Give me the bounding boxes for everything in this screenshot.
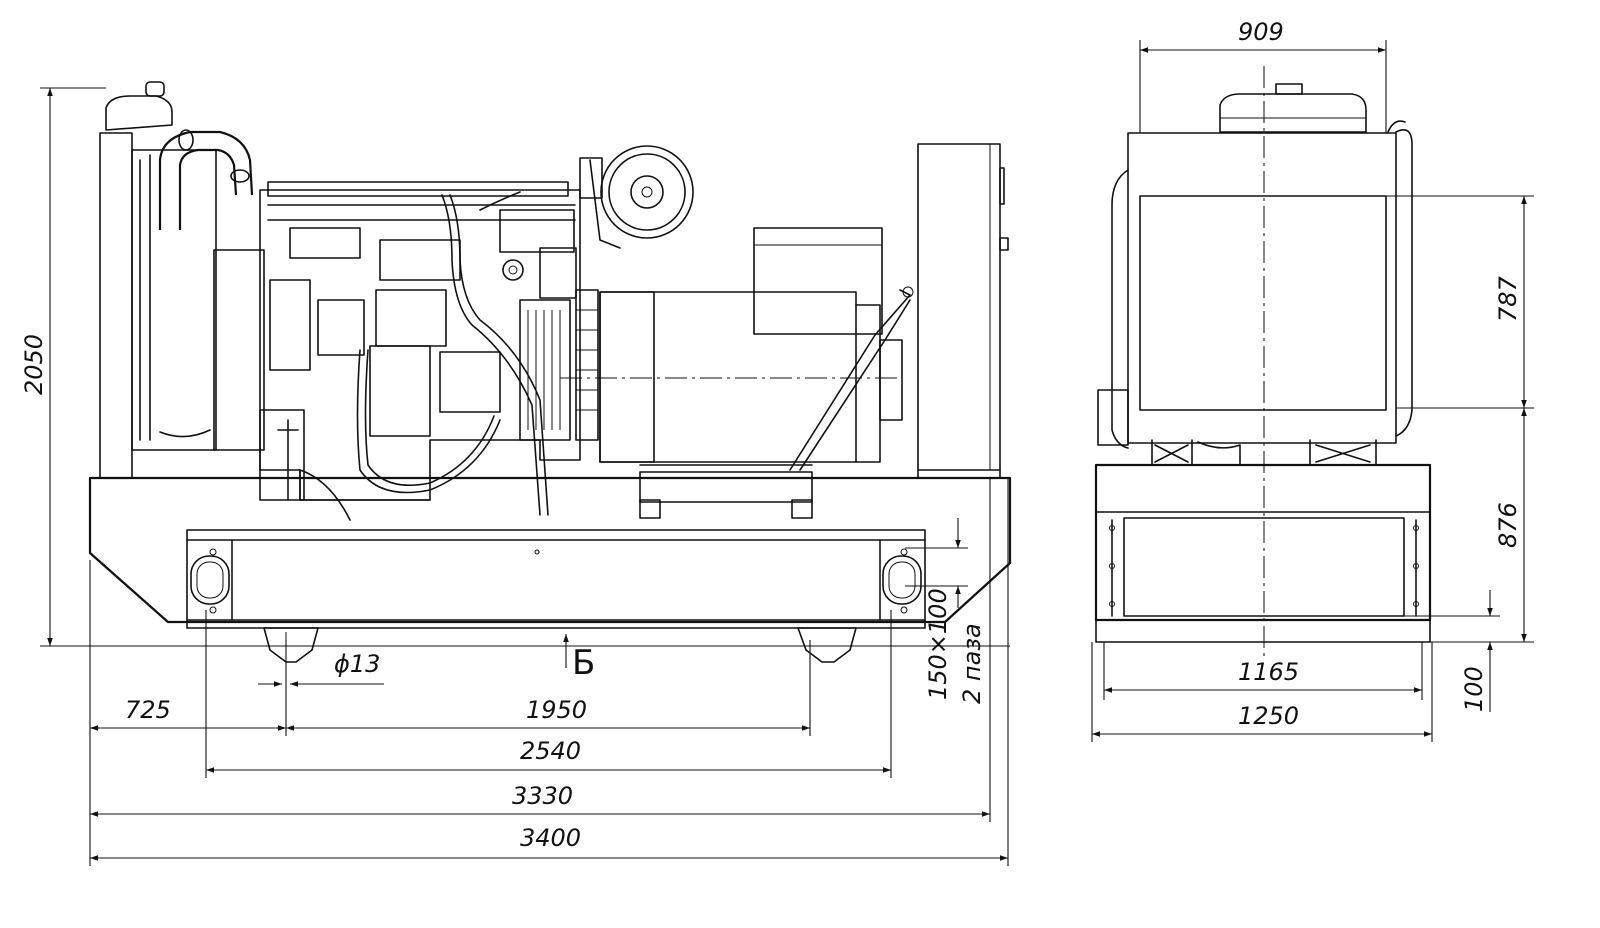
side-dimensions: 2050 725 1950 2540 3330 3400 ϕ13 150×100 (20, 87, 1010, 866)
front-base (1094, 463, 1432, 643)
engine (259, 181, 599, 521)
dim-skids-spacing: 1950 (526, 696, 587, 724)
radiator-hose (158, 129, 254, 230)
dim-slot-size: 150×100 (924, 588, 952, 700)
dim-frame-length: 3330 (512, 782, 573, 810)
front-radiator (1097, 120, 1413, 449)
terminal-box (753, 227, 883, 335)
mount-foot-right (797, 627, 857, 663)
dim-width-inner: 1165 (1238, 658, 1299, 686)
side-view (88, 81, 1012, 690)
base-frame (88, 476, 1012, 629)
front-dimensions: 909 1165 1250 787 876 100 (1091, 18, 1534, 742)
dim-lower-height: 876 (1494, 502, 1522, 548)
control-panel (917, 143, 1009, 479)
dim-hole-diameter: ϕ13 (334, 650, 380, 678)
mount-foot-left (263, 627, 319, 663)
fan-pulley (579, 145, 694, 249)
dim-holes-spacing: 2540 (520, 737, 581, 765)
dim-total-height: 2050 (20, 334, 48, 395)
lifting-slot-left (190, 548, 230, 614)
view-marker: Б (572, 643, 595, 683)
dim-base-height: 100 (1460, 666, 1488, 712)
dim-width-total: 1250 (1238, 702, 1299, 730)
lifting-slot-right (882, 548, 922, 614)
dim-total-length: 3400 (520, 824, 581, 852)
radiator (99, 132, 265, 479)
front-view (560, 66, 1432, 660)
expansion-tank (105, 81, 173, 131)
dim-upper-height: 787 (1494, 275, 1522, 322)
dim-slot-count: 2 паза (958, 623, 986, 704)
generator-mount (639, 464, 813, 519)
generator-body (599, 286, 914, 471)
dim-front-offset: 725 (125, 696, 171, 724)
front-expansion-tank (1219, 83, 1367, 133)
dim-width-top: 909 (1238, 18, 1284, 46)
